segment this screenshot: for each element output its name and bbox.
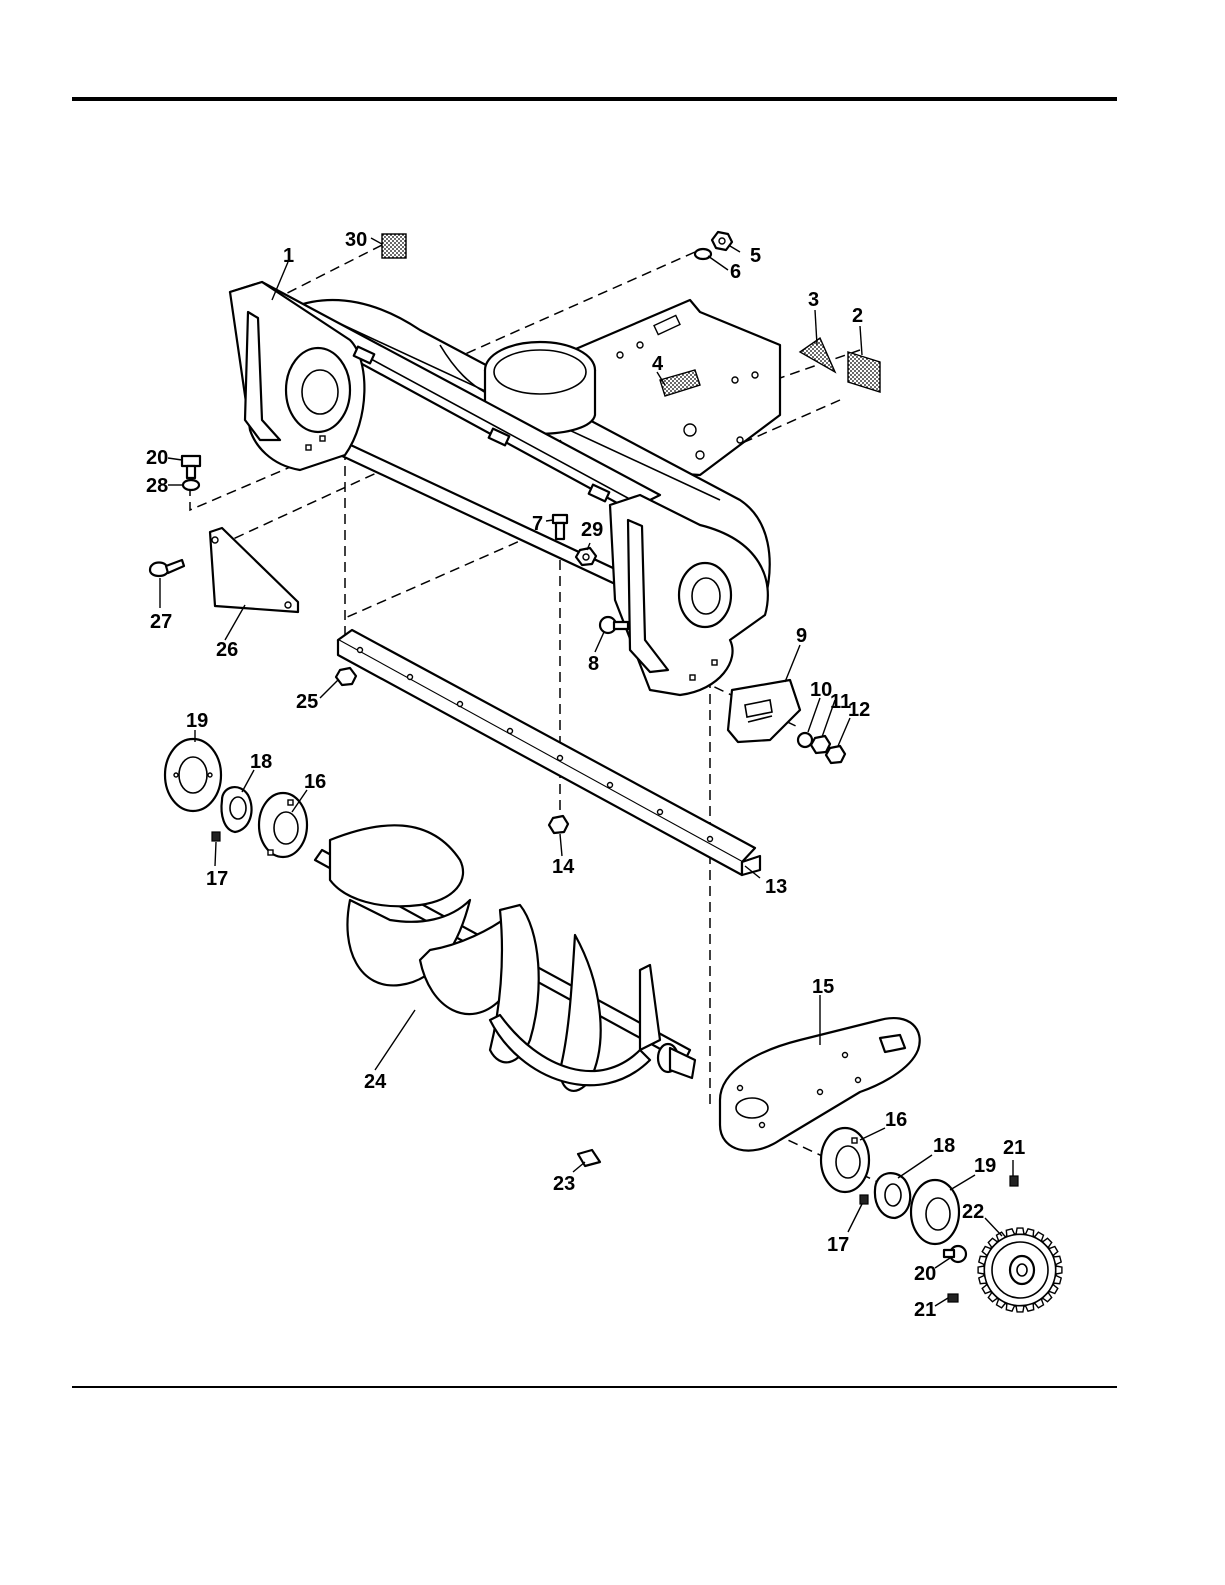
callout-16-right: 16	[885, 1109, 907, 1131]
callout-16-left: 16	[304, 771, 326, 793]
sprocket-tooth	[1056, 1266, 1062, 1274]
auger-housing	[230, 282, 780, 695]
sprocket	[978, 1228, 1062, 1312]
callout-8: 8	[588, 653, 599, 675]
callout-29: 29	[581, 519, 603, 541]
callout-30: 30	[345, 229, 367, 251]
callout-22: 22	[962, 1201, 984, 1223]
sprocket-tooth	[1054, 1275, 1062, 1283]
callout-1: 1	[283, 245, 294, 267]
callout-17-left: 17	[206, 868, 228, 890]
sprocket-tooth	[1016, 1306, 1024, 1312]
callout-14: 14	[552, 856, 575, 878]
sprocket-tooth	[1025, 1229, 1033, 1237]
callout-24: 24	[364, 1071, 387, 1093]
callout-28: 28	[146, 475, 168, 497]
callout-19-right: 19	[974, 1155, 996, 1177]
sprocket-tooth	[1006, 1229, 1014, 1237]
sprocket-tooth	[1016, 1228, 1024, 1234]
decal-30	[382, 234, 406, 258]
callout-15: 15	[812, 976, 834, 998]
sprocket-tooth	[979, 1275, 987, 1283]
callout-21-top: 21	[1003, 1137, 1025, 1159]
callout-9: 9	[796, 625, 807, 647]
callout-26: 26	[216, 639, 238, 661]
callout-18-left: 18	[250, 751, 272, 773]
left-bearing-group	[165, 739, 307, 857]
callout-20-left: 20	[146, 447, 168, 469]
sprocket-tooth	[979, 1256, 987, 1264]
callout-21-bottom: 21	[914, 1299, 936, 1321]
callout-25: 25	[296, 691, 318, 713]
callout-23: 23	[553, 1173, 575, 1195]
auger	[315, 825, 695, 1091]
sprocket-tooth	[978, 1266, 984, 1274]
callout-3: 3	[808, 289, 819, 311]
callout-17-right: 17	[827, 1234, 849, 1256]
callout-18-right: 18	[933, 1135, 955, 1157]
sprocket-tooth	[1054, 1256, 1062, 1264]
callout-20-right: 20	[914, 1263, 936, 1285]
callout-6: 6	[730, 261, 741, 283]
sprocket-tooth	[1006, 1304, 1014, 1312]
skid-shoe	[728, 680, 800, 742]
callout-27: 27	[150, 611, 172, 633]
callout-4: 4	[652, 353, 664, 375]
callout-13: 13	[765, 876, 787, 898]
callout-7: 7	[532, 513, 543, 535]
sprocket-tooth	[1025, 1304, 1033, 1312]
callout-5: 5	[750, 245, 761, 267]
callout-10: 10	[810, 679, 832, 701]
callout-2: 2	[852, 305, 863, 327]
callout-12: 12	[848, 699, 870, 721]
callout-19-left: 19	[186, 710, 208, 732]
decal-2	[848, 352, 880, 392]
